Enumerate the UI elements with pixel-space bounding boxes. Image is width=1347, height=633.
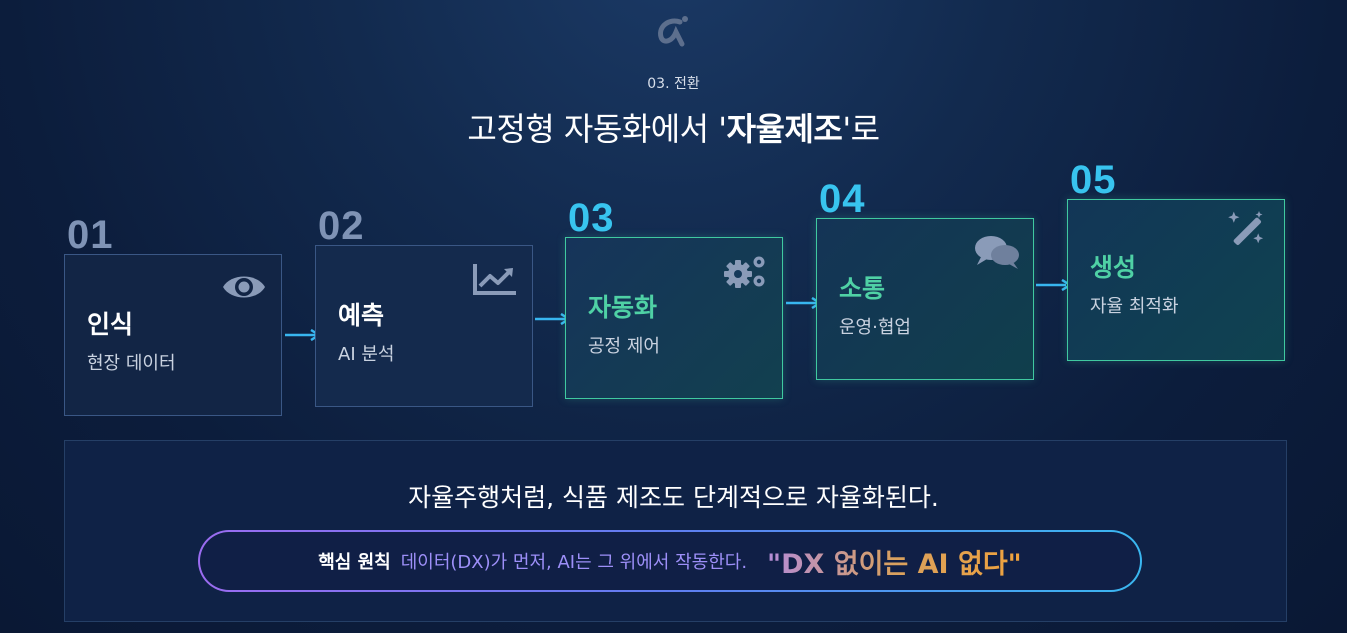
step-name: 예측 <box>338 301 385 330</box>
magic-wand-icon <box>1228 211 1264 246</box>
principle-label: 핵심 원칙 <box>318 552 391 573</box>
step-name: 생성 <box>1090 253 1137 282</box>
principle-quote: "DX 없이는 AI 없다" <box>767 542 1022 581</box>
step-number-03: 03 <box>568 196 615 240</box>
step-desc: AI 분석 <box>338 344 395 365</box>
eye-icon <box>223 276 265 298</box>
step-number-05: 05 <box>1070 158 1117 202</box>
chat-bubbles-icon <box>975 236 1019 269</box>
core-principle-banner: 핵심 원칙 데이터(DX)가 먼저, AI는 그 위에서 작동한다. "DX 없… <box>198 530 1142 592</box>
title-strong: 자율제조 <box>726 110 843 148</box>
step-card-prediction: 예측 AI 분석 <box>315 245 533 407</box>
alpha-logo-icon <box>658 16 688 47</box>
step-number-04: 04 <box>819 177 866 221</box>
step-name: 소통 <box>839 274 886 303</box>
step-number-01: 01 <box>67 213 114 257</box>
step-desc: 자율 최적화 <box>1090 296 1179 317</box>
title-prefix: 고정형 자동화에서 ' <box>467 110 727 148</box>
step-name: 자동화 <box>588 293 658 322</box>
title-suffix: '로 <box>842 110 880 148</box>
step-desc: 운영·협업 <box>839 317 911 338</box>
section-kicker: 03. 전환 <box>647 76 700 92</box>
step-card-automation: 자동화 공정 제어 <box>565 237 783 399</box>
step-card-perception: 인식 현장 데이터 <box>64 254 282 416</box>
summary-statement: 자율주행처럼, 식품 제조도 단계적으로 자율화된다. <box>408 483 939 512</box>
principle-message: 데이터(DX)가 먼저, AI는 그 위에서 작동한다. <box>400 552 748 573</box>
chart-line-icon <box>473 264 516 295</box>
step-name: 인식 <box>87 310 134 339</box>
step-desc: 공정 제어 <box>588 336 660 357</box>
step-desc: 현장 데이터 <box>87 353 176 374</box>
step-number-02: 02 <box>318 204 365 248</box>
gears-icon <box>724 256 765 288</box>
page-title: 고정형 자동화에서 '자율제조'로 <box>0 104 1347 150</box>
step-card-communication: 소통 운영·협업 <box>816 218 1034 380</box>
step-card-generation: 생성 자율 최적화 <box>1067 199 1285 361</box>
summary-panel <box>64 440 1287 622</box>
